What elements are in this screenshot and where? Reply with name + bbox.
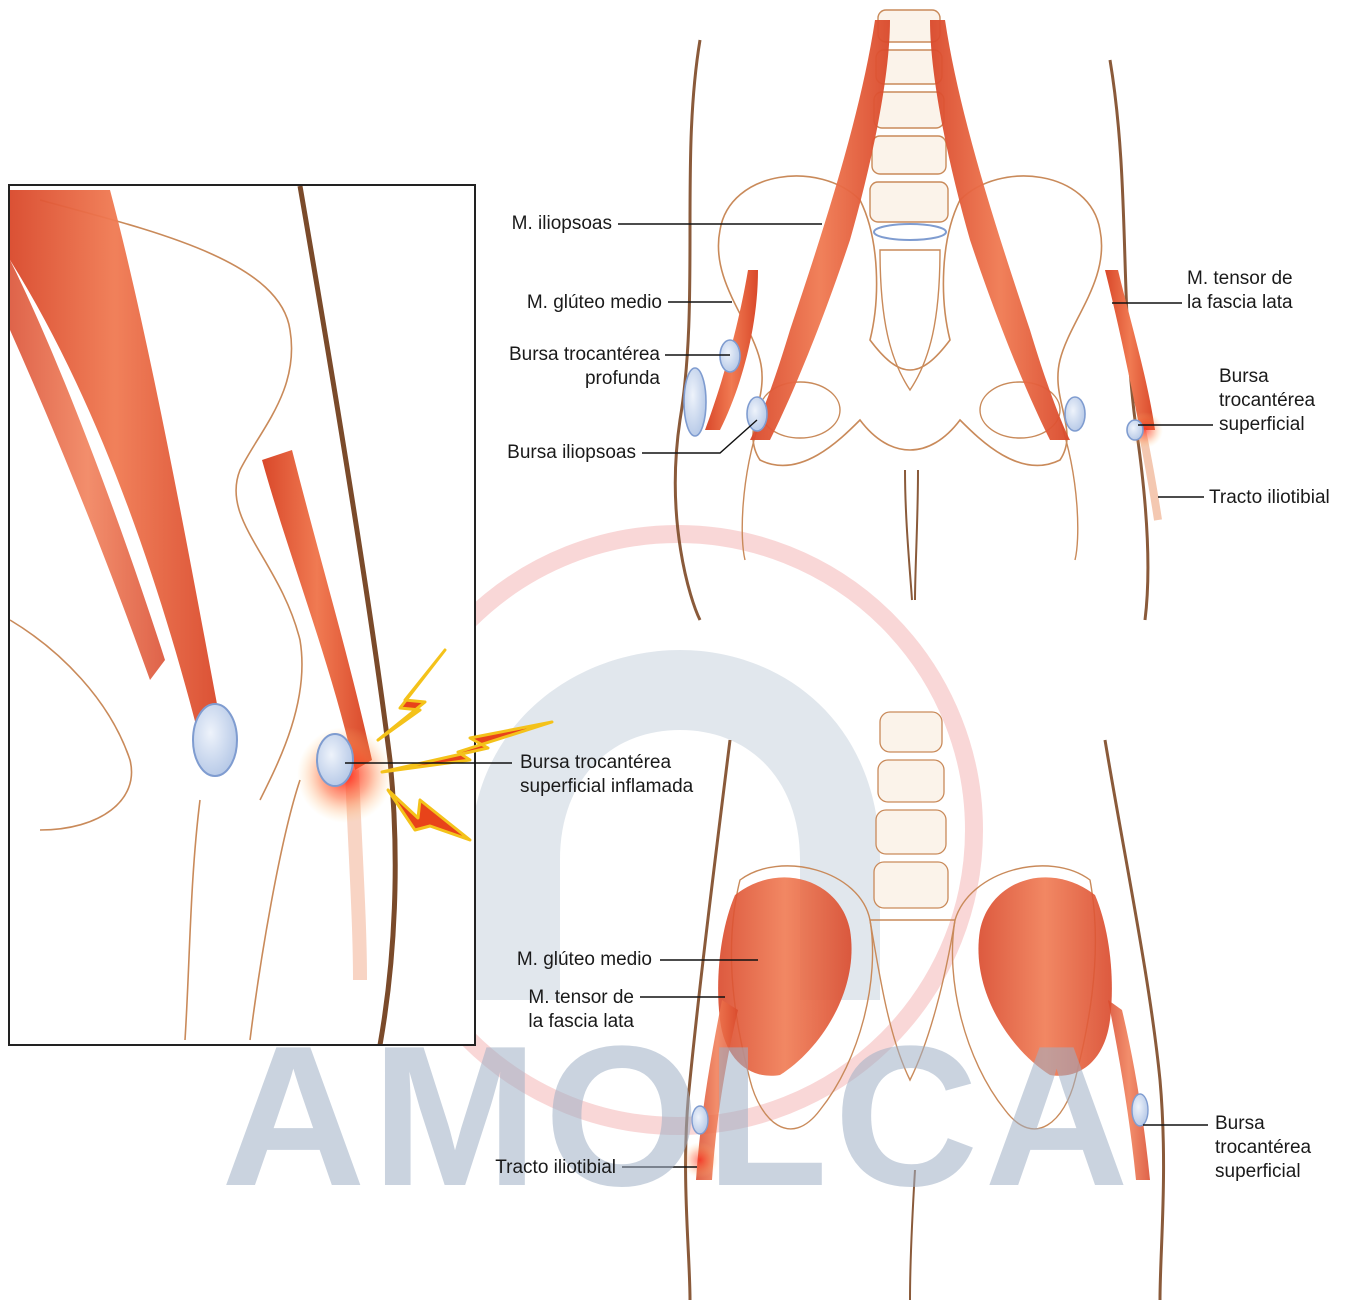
anterior-pelvis-view [675, 10, 1163, 620]
label-superficial-bursa-back-line3: superficial [1215, 1161, 1301, 1182]
label-superficial-bursa-back-line2: trocantérea [1215, 1137, 1311, 1158]
label-deep-bursa-line2: profunda [470, 368, 660, 389]
label-superficial-bursa-front-line1: Bursa [1219, 366, 1269, 387]
label-tfl-back-line1: M. tensor de [480, 987, 634, 1008]
label-superficial-bursa-front-line2: trocantérea [1219, 390, 1315, 411]
label-gluteus-medius-back: M. glúteo medio [470, 949, 652, 970]
label-inflamed-bursa-line2: superficial inflamada [520, 776, 693, 797]
label-tfl-back-line2: la fascia lata [480, 1011, 634, 1032]
label-superficial-bursa-back-line1: Bursa [1215, 1113, 1265, 1134]
watermark-text: AMOLCA [221, 1005, 1135, 1228]
label-tfl-front-line1: M. tensor de [1187, 268, 1293, 289]
label-superficial-bursa-front-line3: superficial [1219, 414, 1305, 435]
label-it-tract-back: Tracto iliotibial [440, 1157, 616, 1178]
label-gluteus-medius-front: M. glúteo medio [480, 292, 662, 313]
label-iliopsoas-bursa: Bursa iliopsoas [460, 442, 636, 463]
label-it-tract-front: Tracto iliotibial [1209, 487, 1330, 508]
label-iliopsoas-muscle: M. iliopsoas [478, 213, 612, 234]
label-tfl-front-line2: la fascia lata [1187, 292, 1293, 313]
label-inflamed-bursa-line1: Bursa trocantérea [520, 752, 671, 773]
label-deep-bursa-line1: Bursa trocantérea [470, 344, 660, 365]
inset-zoomed-hip [9, 185, 475, 1045]
